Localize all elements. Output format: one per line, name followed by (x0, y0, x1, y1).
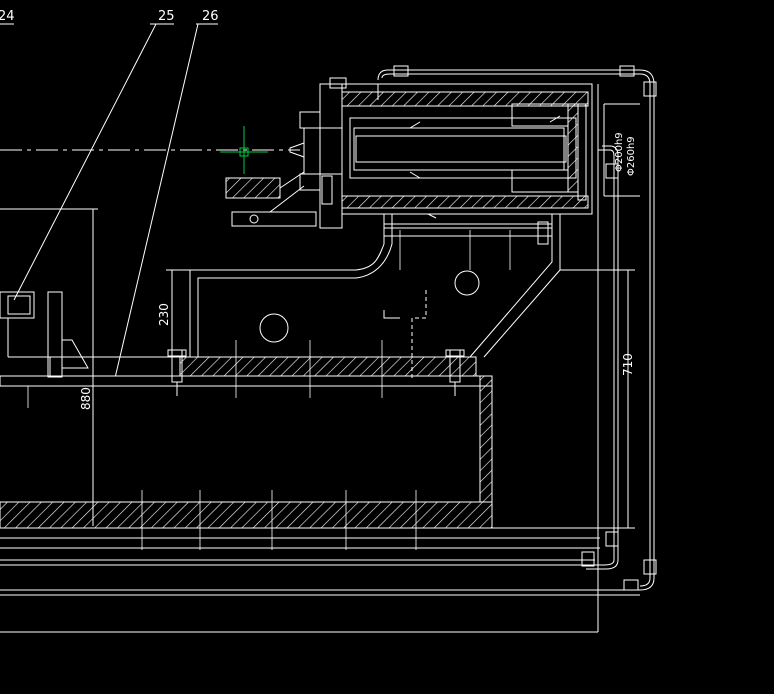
leader-label-25: 25 (158, 9, 175, 24)
spindle-head-assembly (289, 77, 593, 229)
dimension-lines (0, 84, 640, 632)
table-top-plate (0, 375, 493, 387)
clamp-mechanism (225, 171, 317, 227)
dimension-710: 710 (621, 353, 635, 376)
diameter-label-1: Φ260h9 (626, 136, 637, 176)
slide-plate (49, 356, 477, 377)
dimension-230: 230 (157, 303, 171, 326)
dowel-pins (167, 221, 549, 396)
left-fixture (0, 291, 89, 378)
bolt-hole-right (454, 270, 480, 296)
leader-label-26: 26 (202, 9, 219, 24)
leader-lines (0, 23, 218, 379)
bolt-hole-left (259, 313, 289, 343)
table-bottom-plate (0, 501, 493, 529)
dimension-880: 880 (79, 387, 93, 410)
machine-base-table (0, 375, 640, 633)
coolant-pipe (377, 65, 657, 591)
leader-label-24: 24 (0, 9, 15, 24)
diameter-label-2: Φ200h9 (614, 132, 625, 172)
construction-lines (27, 230, 511, 550)
cursor-marker (220, 126, 268, 174)
